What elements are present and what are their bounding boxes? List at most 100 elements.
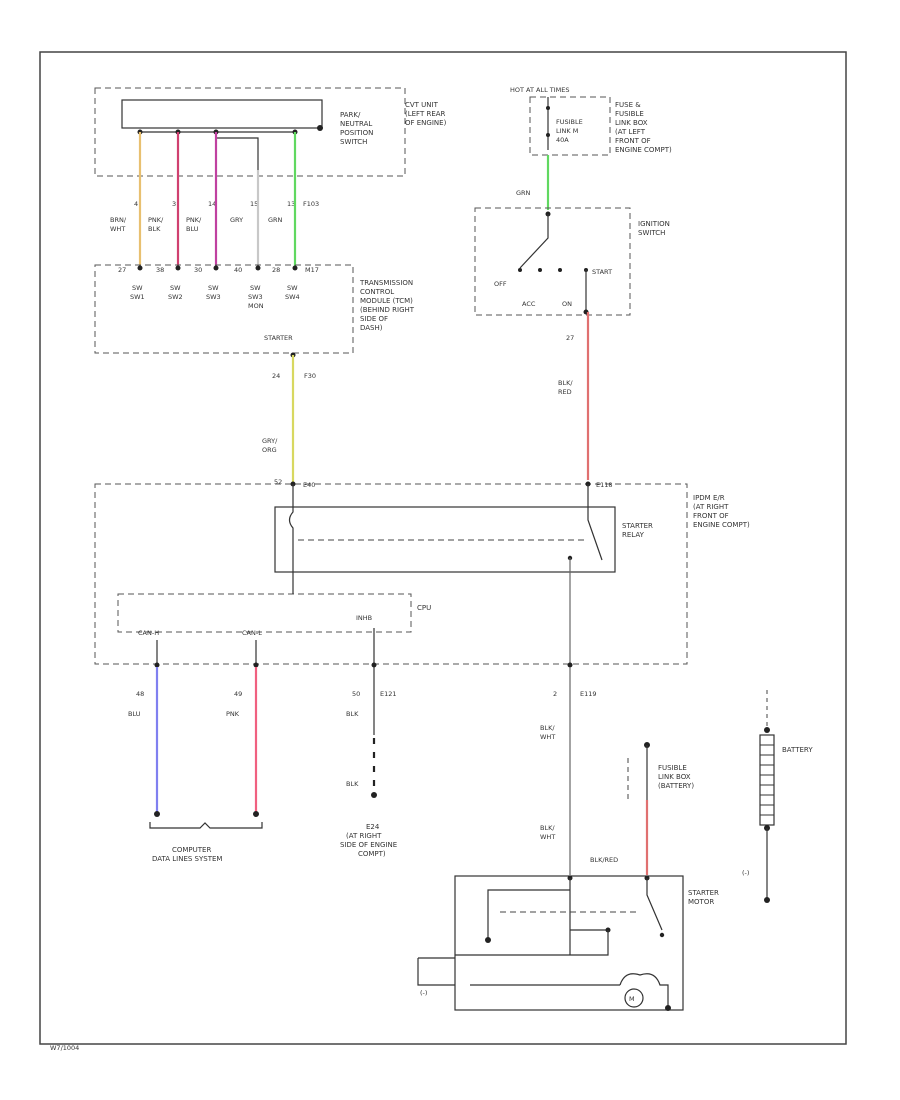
cvt-unit-label: CVT UNIT (LEFT REAR OF ENGINE)	[405, 101, 447, 127]
blk-wht-1a: BLK/	[540, 724, 555, 732]
ign-off-label: OFF	[494, 280, 507, 288]
svg-text:GRN: GRN	[268, 216, 283, 224]
starter-motor-label: STARTER MOTOR	[688, 889, 719, 906]
ipdm-bottom-terminals	[154, 662, 573, 668]
figure-id: W7/1004	[50, 1044, 79, 1052]
svg-text:CONTROL: CONTROL	[360, 288, 394, 296]
starter-motor-ground-dot	[665, 1005, 671, 1011]
ignition-switch-blade	[519, 214, 549, 269]
ipdm-pin-52: 52	[274, 478, 282, 486]
ignition-switch-label: IGNITION SWITCH	[638, 220, 670, 237]
svg-text:(BEHIND RIGHT: (BEHIND RIGHT	[360, 306, 415, 314]
relay-contact-arm	[587, 484, 603, 561]
svg-text:FRONT OF: FRONT OF	[615, 137, 651, 145]
svg-text:TRANSMISSION: TRANSMISSION	[359, 279, 413, 287]
svg-text:MODULE (TCM): MODULE (TCM)	[360, 297, 413, 305]
can-l-end	[253, 811, 259, 817]
tcm-pin-numbers: 27 38 30 40 28 M17	[118, 266, 319, 274]
starter-relay-body	[274, 506, 616, 573]
blk-wht-2a: BLK/	[540, 824, 555, 832]
blk-red-label-1: BLK/	[558, 379, 573, 387]
inhb-blk-1: BLK	[346, 710, 359, 718]
svg-text:(LEFT REAR: (LEFT REAR	[405, 110, 446, 118]
can-h-color: BLU	[128, 710, 141, 718]
svg-text:M17: M17	[305, 266, 319, 274]
diagram-frame	[39, 51, 847, 1045]
svg-text:SW4: SW4	[285, 293, 300, 301]
svg-text:SW3: SW3	[248, 293, 263, 301]
ign-start-label: START	[592, 268, 612, 276]
tcm-starter-label: STARTER	[264, 334, 293, 342]
can-l-pin: 49	[234, 690, 242, 698]
motor-m-label: M	[629, 995, 635, 1003]
computer-data-bracket	[149, 822, 263, 829]
svg-text:40: 40	[234, 266, 242, 274]
svg-text:FRONT OF: FRONT OF	[693, 512, 729, 520]
svg-text:LINK BOX: LINK BOX	[615, 119, 648, 127]
cpu-pin-can-l: CAN-L	[242, 629, 262, 637]
svg-text:STARTER: STARTER	[622, 522, 653, 530]
relay-coil	[288, 484, 294, 582]
ground-e24-dot	[371, 792, 377, 798]
svg-text:BLK: BLK	[148, 225, 161, 233]
svg-text:COMPUTER: COMPUTER	[172, 846, 211, 854]
ipdm-connector-left: E40	[303, 481, 315, 489]
svg-text:LINK M: LINK M	[556, 127, 578, 135]
svg-text:E24: E24	[366, 823, 380, 831]
svg-text:SWITCH: SWITCH	[638, 229, 665, 237]
inhb-blk-2: BLK	[346, 780, 359, 788]
starter-hold-coil-lead	[487, 889, 570, 940]
hot-at-all-times-label: HOT AT ALL TIMES	[510, 86, 570, 94]
tcm-starter-connector: F30	[304, 372, 316, 380]
svg-text:IGNITION: IGNITION	[638, 220, 670, 228]
svg-text:SIDE OF ENGINE: SIDE OF ENGINE	[340, 841, 397, 849]
blk-wht-2b: WHT	[540, 833, 555, 841]
starter-ground-strap	[417, 958, 455, 986]
svg-text:(AT LEFT: (AT LEFT	[615, 128, 646, 136]
svg-text:4: 4	[134, 200, 138, 208]
tcm-wire-color-labels: BRN/ WHT PNK/ BLK PNK/ BLU GRY GRN	[110, 216, 283, 233]
blk-red-battery-label: BLK/RED	[590, 856, 618, 864]
ign-pin-label: 27	[566, 334, 574, 342]
ignition-contacts	[518, 268, 588, 272]
svg-text:SW: SW	[287, 284, 298, 292]
starter-internal-bus	[455, 930, 609, 956]
pnp-pin-numbers: 4 3 14 15 13 F103	[134, 200, 319, 208]
starter-neg-label: (-)	[420, 989, 427, 997]
cpu-pin-can-h: CAN-H	[138, 629, 159, 637]
battery-cells	[759, 734, 775, 826]
svg-text:PNK/: PNK/	[186, 216, 202, 224]
svg-text:SWITCH: SWITCH	[340, 138, 367, 146]
svg-text:MOTOR: MOTOR	[688, 898, 714, 906]
pnp-switch-label: PARK/ NEUTRAL POSITION SWITCH	[340, 111, 373, 146]
battery-ground-dot	[764, 897, 770, 903]
ign-acc-label: ACC	[522, 300, 536, 308]
tcm-starter-pin: 24	[272, 372, 280, 380]
tcm-pin-names: SW SW1 SW SW2 SW SW3 SW SW3 MON SW SW4	[130, 284, 300, 310]
ipdm-connector-right: E118	[596, 481, 613, 489]
svg-text:SW: SW	[208, 284, 219, 292]
fusible-link-terminal-top	[546, 106, 550, 110]
svg-text:FUSIBLE: FUSIBLE	[658, 764, 687, 772]
svg-text:30: 30	[194, 266, 202, 274]
svg-text:27: 27	[118, 266, 126, 274]
svg-text:WHT: WHT	[110, 225, 125, 233]
fusible-link-label: FUSIBLE LINK M 40A	[556, 118, 583, 144]
starter-field-coil	[619, 973, 669, 1008]
can-h-end	[154, 811, 160, 817]
svg-text:DATA LINES SYSTEM: DATA LINES SYSTEM	[152, 855, 222, 863]
ground-e24-label: E24 (AT RIGHT SIDE OF ENGINE COMPT)	[340, 823, 397, 858]
svg-text:FUSIBLE: FUSIBLE	[556, 118, 583, 126]
svg-text:RELAY: RELAY	[622, 531, 645, 539]
svg-text:SW2: SW2	[168, 293, 183, 301]
tcm-box	[94, 264, 354, 354]
battery-label: BATTERY	[782, 746, 813, 754]
starter-main-contact	[646, 878, 663, 931]
battery-neg-label: (-)	[742, 869, 749, 877]
ignition-switch-box	[474, 207, 631, 316]
svg-text:ENGINE COMPT): ENGINE COMPT)	[693, 521, 750, 529]
blk-red-label-2: RED	[558, 388, 572, 396]
starter-motor-armature	[624, 988, 644, 1008]
svg-text:SW: SW	[132, 284, 143, 292]
